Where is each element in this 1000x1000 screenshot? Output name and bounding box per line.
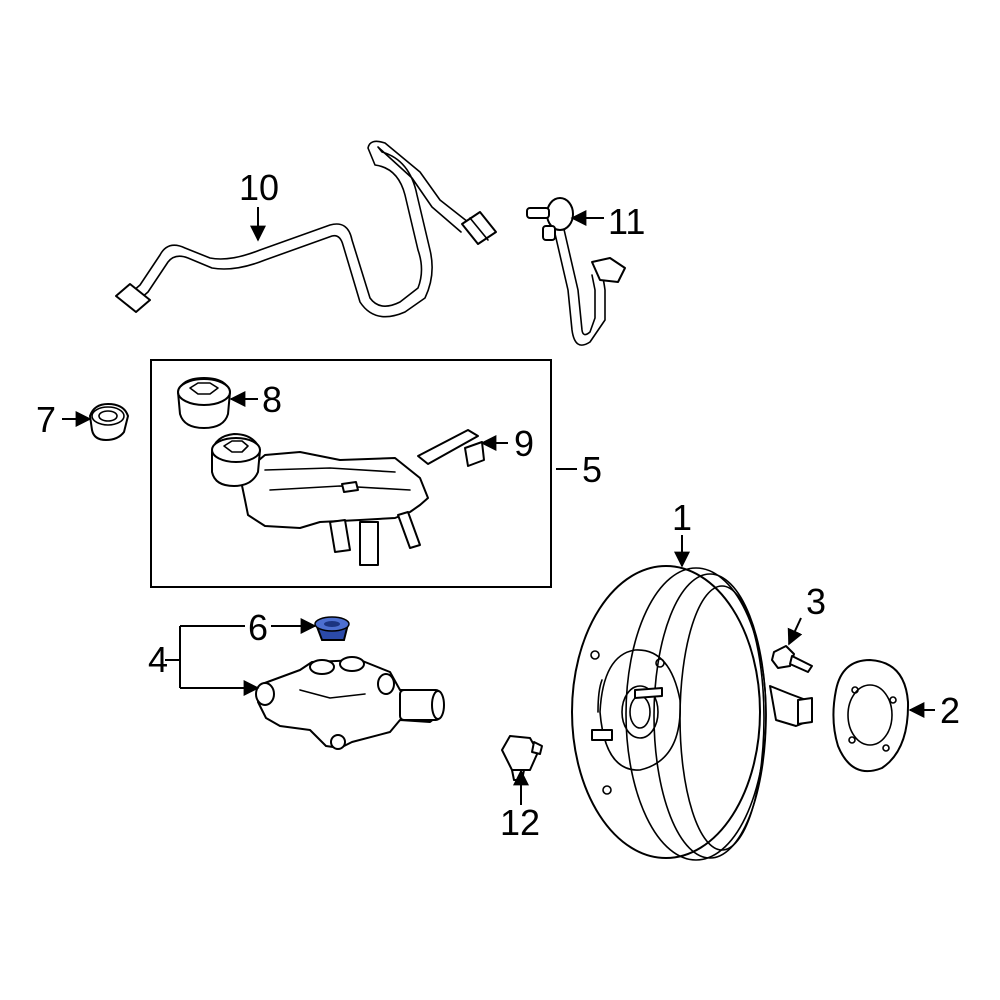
callout-9: 9 — [514, 423, 534, 464]
brake-fluid-reservoir-part[interactable] — [211, 433, 429, 566]
callout-11: 11 — [608, 201, 645, 242]
callout-10: 10 — [239, 167, 279, 208]
brake-booster-part[interactable] — [571, 565, 813, 861]
mounting-stud-part[interactable] — [771, 645, 813, 673]
callout-4: 4 — [148, 639, 168, 680]
callout-8: 8 — [262, 379, 282, 420]
callout-1: 1 — [672, 497, 692, 538]
callout-7: 7 — [36, 399, 56, 440]
level-sensor-part[interactable] — [417, 429, 485, 467]
callout-2: 2 — [940, 690, 960, 731]
reservoir-seal-part[interactable] — [314, 616, 350, 641]
callout-12: 12 — [500, 802, 540, 843]
vacuum-hose-part[interactable] — [115, 140, 497, 318]
callout-5: 5 — [582, 449, 602, 490]
reservoir-assembly-box — [150, 359, 552, 588]
grommet-part[interactable] — [89, 403, 129, 441]
callout-6: 6 — [248, 607, 268, 648]
callout-3: 3 — [806, 581, 826, 622]
reservoir-cap-part[interactable] — [177, 377, 231, 429]
check-valve-part[interactable] — [526, 197, 626, 346]
gasket-part[interactable] — [832, 659, 910, 773]
master-cylinder-part[interactable] — [255, 656, 445, 750]
